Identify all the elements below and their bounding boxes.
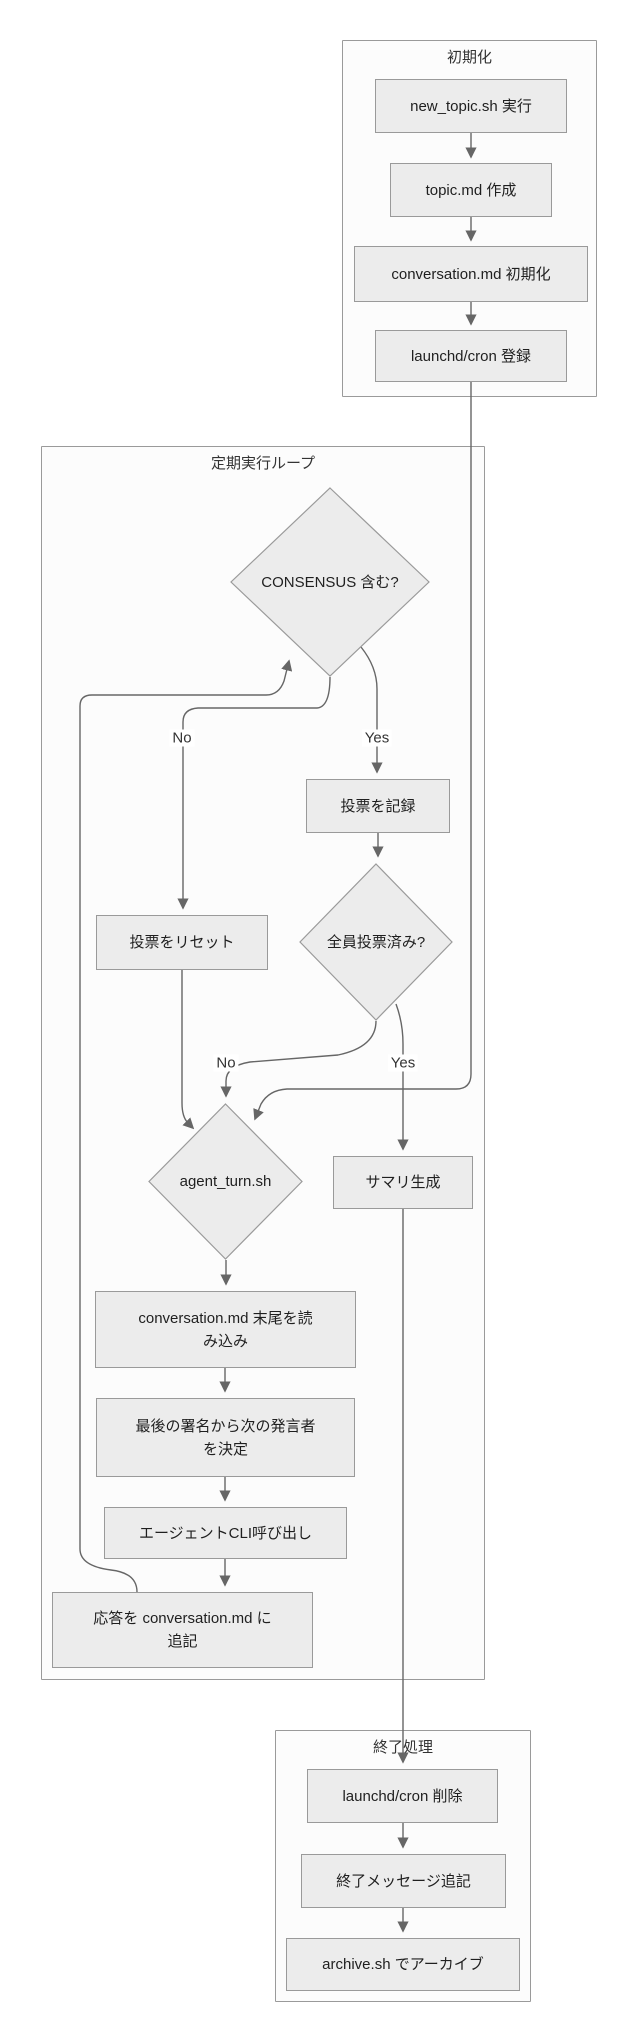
edge-consensus-yes-to-record [360,646,383,774]
node-init-conversation-md: conversation.md 初期化 [354,246,588,302]
edge-consensus-no-to-reset [177,676,331,910]
subgraph-loop-title: 定期実行ループ [210,455,316,472]
edge-append-to-consensus [79,659,293,1593]
node-archive: archive.sh でアーカイブ [286,1938,520,1991]
node-append-response: 応答を conversation.md に 追記 [52,1592,313,1668]
subgraph-init-title: 初期化 [446,49,492,66]
node-decide-speaker: 最後の署名から次の発言者 を決定 [96,1398,355,1477]
node-run-new-topic: new_topic.sh 実行 [375,79,567,133]
node-call-agent-cli: エージェントCLI呼び出し [104,1507,347,1559]
node-register-launchd: launchd/cron 登録 [375,330,567,382]
diamond-shape [230,487,430,677]
edge-label-consensus-yes: Yes [361,729,393,747]
edge-allvoted-yes-to-summary [395,1003,409,1151]
edge-allvoted-no-to-agentturn [220,1020,377,1098]
diamond-shape [148,1103,303,1260]
edge-label-all-voted-no: No [213,1054,239,1072]
node-agent-turn: agent_turn.sh [148,1103,303,1260]
node-record-vote: 投票を記録 [306,779,450,833]
diamond-shape [299,863,453,1021]
node-create-topic-md: topic.md 作成 [390,163,552,217]
edge-label-all-voted-yes: Yes [387,1054,419,1072]
node-generate-summary: サマリ生成 [333,1156,473,1209]
node-all-voted-check: 全員投票済み? [299,863,453,1021]
node-remove-launchd: launchd/cron 削除 [307,1769,498,1823]
edge-register-to-agentturn [253,382,472,1121]
node-consensus-check: CONSENSUS 含む? [230,487,430,677]
node-reset-votes: 投票をリセット [96,915,268,970]
node-append-end-message: 終了メッセージ追記 [301,1854,506,1908]
edge-reset-to-agentturn [181,970,195,1130]
node-read-tail: conversation.md 末尾を読 み込み [95,1291,356,1368]
edge-label-consensus-no: No [169,729,195,747]
